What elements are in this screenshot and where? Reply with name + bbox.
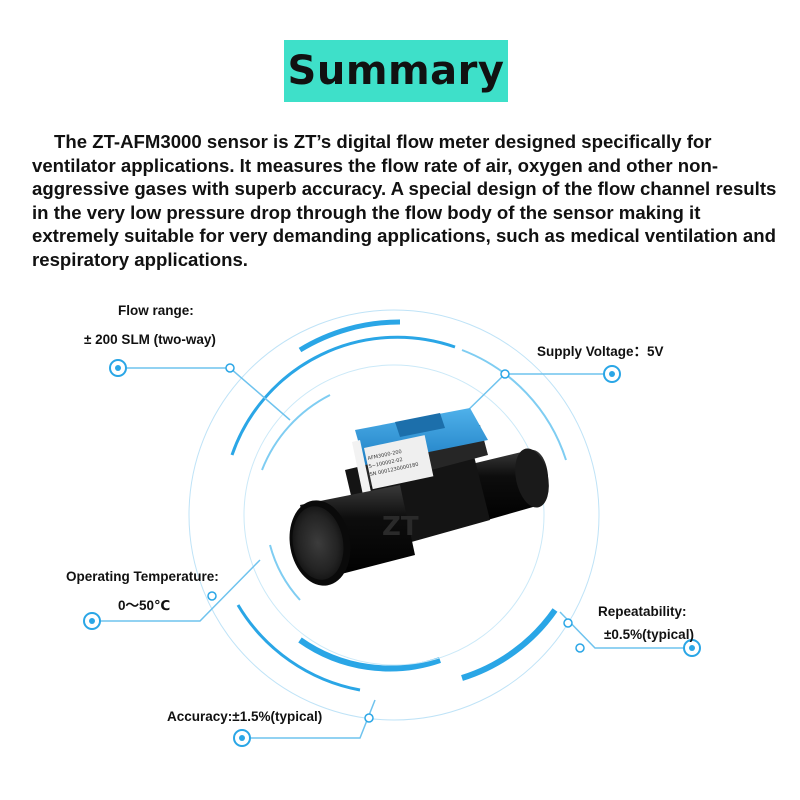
operating-temp-label: Operating Temperature:: [66, 569, 219, 584]
ring-arc-bottom-right: [461, 608, 558, 681]
flow-range-label: Flow range:: [118, 303, 194, 318]
operating-temp-value: 0～50℃: [118, 598, 171, 613]
leader-supply-voltage: [459, 373, 612, 419]
front-tube-face: [292, 506, 344, 580]
ring-arc-top-thick: [298, 319, 401, 353]
inner-ring: [243, 364, 545, 666]
inner-arc-2: [269, 544, 301, 601]
repeatability-label: Repeatability:: [598, 604, 687, 619]
supply-voltage-label: Supply Voltage：5V: [537, 344, 664, 359]
leader-accuracy: [242, 699, 376, 739]
decorative-rings: [188, 309, 600, 721]
rear-tube-end: [515, 448, 549, 508]
leader-flow-range: [118, 367, 291, 421]
zt-watermark: ZT: [382, 512, 419, 542]
marker-operating-temp: [83, 591, 217, 630]
marker-repeatability: [563, 618, 701, 657]
marker-accuracy: [233, 713, 374, 747]
sensor-image: AFM3000-200 S~100002-02 SN 0001230000180…: [289, 408, 549, 586]
marker-supply-voltage: [500, 365, 621, 383]
accuracy-label: Accuracy:±1.5%(typical): [167, 709, 323, 724]
marker-flow-range: [109, 359, 235, 377]
title-banner: Summary: [284, 40, 508, 102]
leader-operating-temp: [92, 559, 261, 622]
summary-paragraph: The ZT-AFM3000 sensor is ZT’s digital fl…: [32, 131, 777, 270]
ring-arc-bottom-left: [236, 604, 361, 692]
page-title: Summary: [287, 48, 505, 94]
ring-arc-top-right: [461, 349, 567, 461]
flow-range-value: ± 200 SLM (two-way): [84, 332, 216, 347]
ring-arc-bottom-thick: [298, 637, 441, 672]
product-sticker: [352, 440, 372, 500]
inner-arc: [261, 394, 331, 471]
repeatability-value: ±0.5%(typical): [604, 627, 694, 642]
node-markers: [83, 359, 701, 747]
connector-latch: [395, 413, 445, 437]
outer-ring: [188, 309, 600, 721]
sticker-panel: [364, 435, 434, 490]
ring-arc-top-left: [230, 335, 456, 456]
